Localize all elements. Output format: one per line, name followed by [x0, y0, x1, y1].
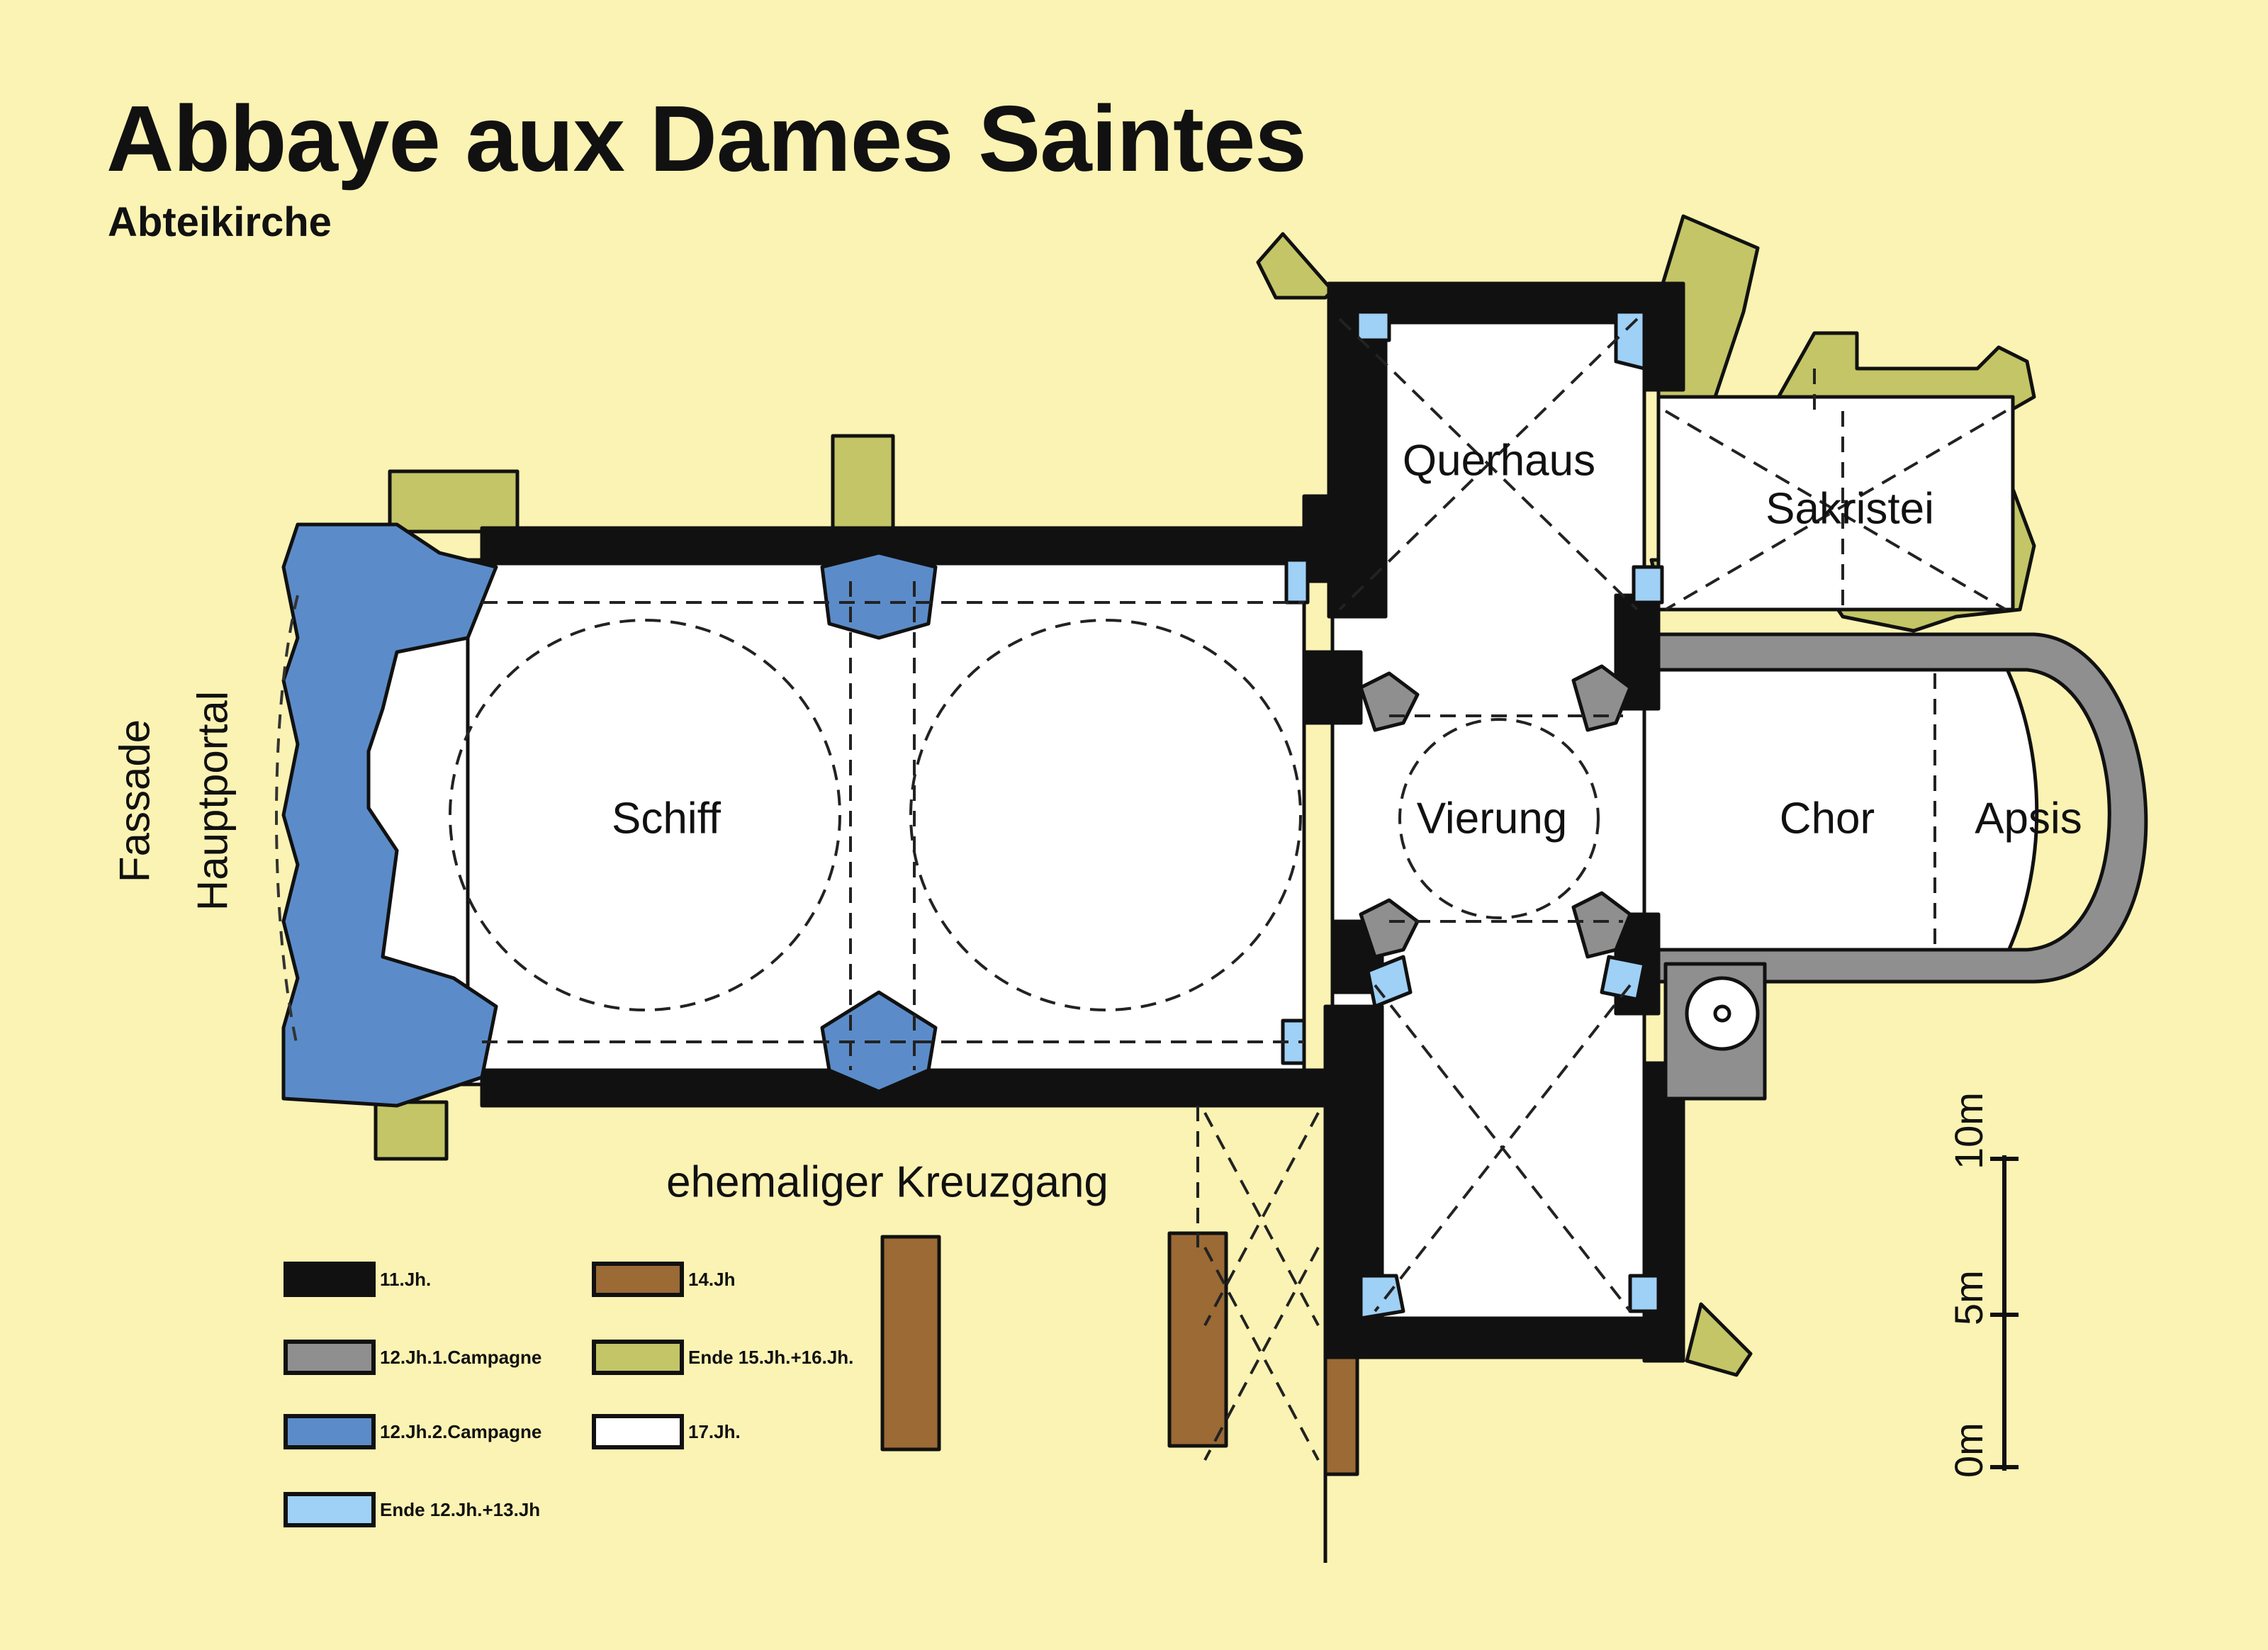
legend-label: 17.Jh. — [688, 1420, 741, 1442]
facade-outline — [275, 595, 299, 1050]
legend-label: 11.Jh. — [380, 1268, 432, 1290]
room-label-querhaus: Querhaus — [1402, 436, 1596, 486]
lightblue-additions — [1281, 310, 1664, 1320]
legend-label: Ende 12.Jh.+13.Jh — [380, 1498, 541, 1520]
legend-swatch — [592, 1262, 684, 1297]
legend-label: 14.Jh — [688, 1268, 736, 1290]
legend-label: 12.Jh.2.Campagne — [380, 1420, 542, 1442]
legend-item-12-13jh: Ende 12.Jh.+13.Jh — [284, 1488, 540, 1531]
legend-item-14jh: 14.Jh — [592, 1258, 736, 1301]
legend-item-12jh-1: 12.Jh.1.Campagne — [284, 1336, 541, 1379]
scale-label-0m: 0m — [1946, 1422, 1991, 1478]
legend-item-17jh: 17.Jh. — [592, 1410, 741, 1453]
plan-shapes — [281, 214, 2148, 1476]
room-label-kreuzgang: ehemaliger Kreuzgang — [666, 1157, 1108, 1207]
legend-swatch — [592, 1414, 684, 1449]
room-label-vierung: Vierung — [1416, 794, 1568, 843]
scale-label-5m: 5m — [1946, 1270, 1991, 1325]
legend-label: 12.Jh.1.Campagne — [380, 1346, 542, 1368]
legend-swatch — [284, 1262, 376, 1297]
room-label-sakristei: Sakristei — [1765, 484, 1934, 534]
legend-item-12jh-2: 12.Jh.2.Campagne — [284, 1410, 541, 1453]
black-walls — [480, 281, 1685, 1363]
white-spaces — [366, 303, 2039, 1320]
legend-swatch — [592, 1340, 684, 1375]
label-fassade: Fassade — [111, 719, 159, 883]
scale-label-10m: 10m — [1946, 1092, 1991, 1169]
legend-swatch — [284, 1340, 376, 1375]
legend-swatch — [284, 1492, 376, 1527]
label-hauptportal: Hauptportal — [189, 690, 237, 911]
room-label-schiff: Schiff — [612, 794, 721, 843]
legend-label: Ende 15.Jh.+16.Jh. — [688, 1346, 854, 1368]
brown-additions — [880, 1068, 1359, 1476]
page-title: Abbaye aux Dames Saintes — [106, 86, 1307, 191]
spiral-stair — [1685, 976, 1760, 1051]
room-label-chor: Chor — [1779, 794, 1875, 843]
vault-lines — [449, 318, 2007, 1461]
page-subtitle: Abteikirche — [108, 199, 332, 245]
scale-bar — [1990, 1155, 2019, 1471]
legend-item-15-16jh: Ende 15.Jh.+16.Jh. — [592, 1336, 853, 1379]
legend-swatch — [284, 1414, 376, 1449]
legend-item-11jh: 11.Jh. — [284, 1258, 431, 1301]
room-label-apsis: Apsis — [1975, 794, 2082, 843]
